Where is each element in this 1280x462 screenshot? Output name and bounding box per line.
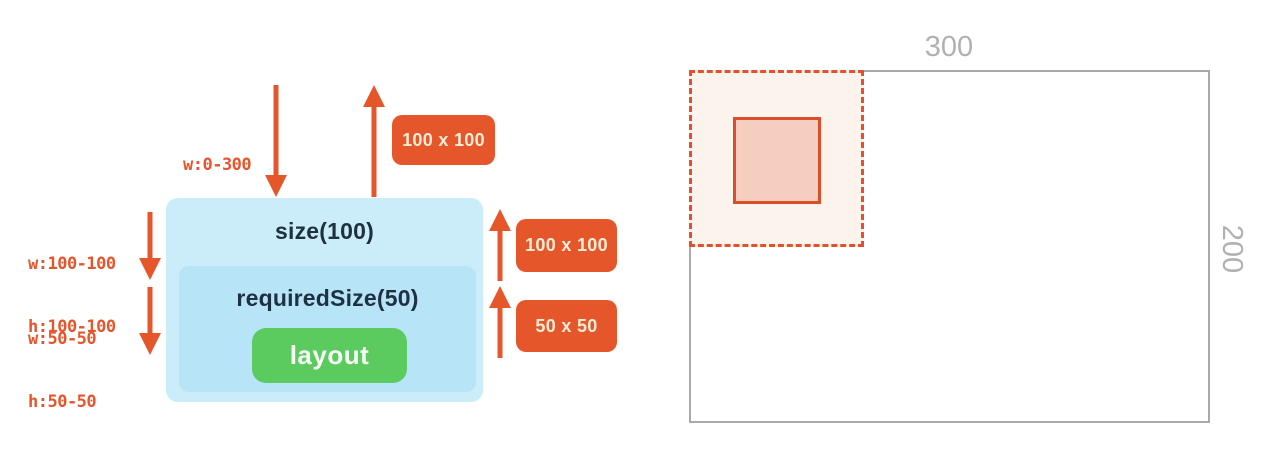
required-size-constraints-down-arrow-icon <box>139 287 161 355</box>
required-size-modifier-label: requiredSize(50) <box>236 285 419 311</box>
required-size-result-up-arrow-icon <box>489 286 511 358</box>
size-constraints-height: h:100-100 <box>28 317 116 337</box>
parent-width-label: 300 <box>924 31 974 63</box>
incoming-constraints-down-arrow-icon <box>265 85 287 197</box>
measured-content-square <box>733 117 821 204</box>
incoming-constraints-width: w:0-300 <box>183 155 252 175</box>
required-size-constraints-height: h:50-50 <box>28 392 97 412</box>
required-size-constraints-width: w:50-50 <box>28 329 97 349</box>
layout-node-label: layout <box>289 340 370 370</box>
required-size-constraints-label: w:50-50 h:50-50 <box>28 287 97 455</box>
resulting-size-badge-top: 100 x 100 <box>392 115 495 165</box>
size-constraints-down-arrow-icon <box>139 212 161 280</box>
parent-height-label: 200 <box>1216 224 1248 274</box>
resulting-size-up-arrow-icon <box>363 85 385 197</box>
layout-node-box: layout <box>252 328 407 383</box>
size-result-up-arrow-icon <box>489 209 511 281</box>
resulting-size-badge-bottom: 50 x 50 <box>516 300 617 352</box>
resulting-size-badge-middle: 100 x 100 <box>516 219 617 272</box>
size-constraints-width: w:100-100 <box>28 254 116 274</box>
size-constraints-label: w:100-100 h:100-100 <box>28 212 116 380</box>
size-modifier-label: size(100) <box>275 218 374 244</box>
